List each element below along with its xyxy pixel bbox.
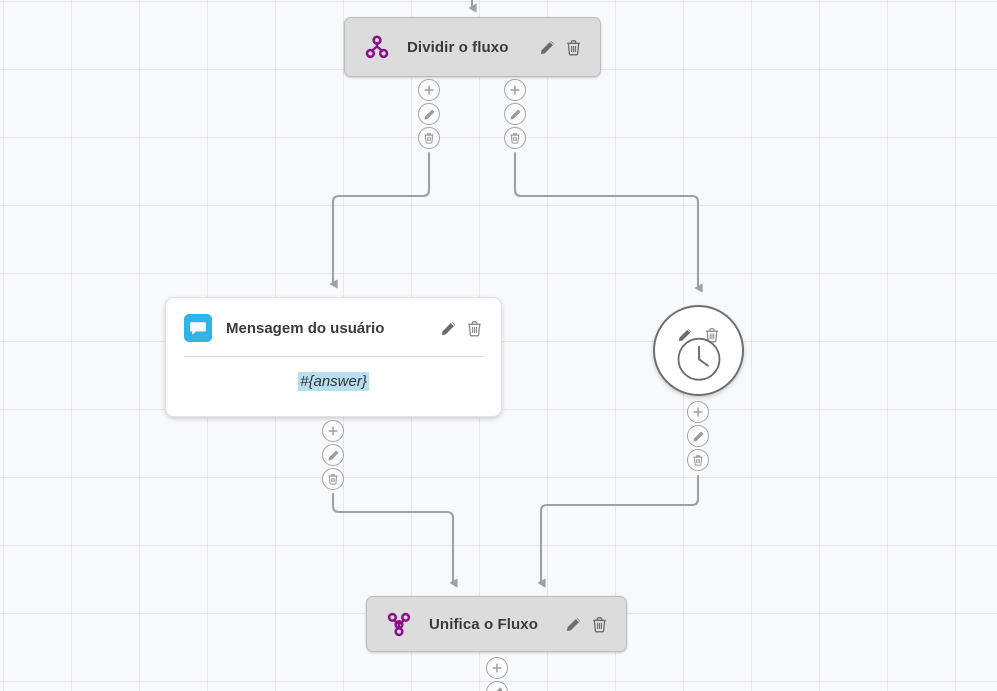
edit-node-button[interactable] [687,425,709,447]
add-node-button[interactable] [486,657,508,679]
node-user-message-body[interactable]: #{answer} [166,357,501,409]
edit-node-button[interactable] [418,103,440,125]
add-node-button[interactable] [504,79,526,101]
clock-icon [676,336,722,387]
trash-icon[interactable] [565,39,582,56]
node-user-message[interactable]: Mensagem do usuário [165,297,502,417]
add-node-button[interactable] [322,420,344,442]
node-split-flow-actions [539,39,582,56]
delete-node-button[interactable] [418,127,440,149]
node-user-message-header: Mensagem do usuário [166,298,501,342]
split-right-port-stack[interactable] [504,79,526,149]
pencil-icon[interactable] [440,320,457,337]
node-merge-flow[interactable]: Unifica o Fluxo [366,596,627,652]
node-split-flow-title: Dividir o fluxo [407,38,509,56]
merge-port-stack[interactable] [486,657,508,691]
chat-bubble-icon [184,314,212,342]
pencil-icon[interactable] [565,616,582,633]
node-user-message-actions [440,320,483,337]
delete-node-button[interactable] [687,449,709,471]
message-variable-token[interactable]: #{answer} [298,372,369,391]
split-flow-icon [363,33,391,61]
split-left-port-stack[interactable] [418,79,440,149]
node-merge-flow-title: Unifica o Fluxo [429,615,539,633]
edit-node-button[interactable] [486,681,508,691]
edge-split-to-user-message [329,151,431,289]
edge-user-message-to-merge [331,492,458,588]
delete-node-button[interactable] [504,127,526,149]
edit-node-button[interactable] [322,444,344,466]
trash-icon[interactable] [591,616,608,633]
node-delay[interactable] [653,305,744,396]
node-split-flow[interactable]: Dividir o fluxo [344,17,601,77]
pencil-icon[interactable] [539,39,556,56]
edge-delay-to-merge [537,474,700,588]
node-delay-actions [655,327,742,343]
edit-node-button[interactable] [504,103,526,125]
edge-split-to-delay [513,151,703,293]
trash-icon[interactable] [466,320,483,337]
merge-flow-icon [385,610,413,638]
node-merge-flow-actions [565,616,608,633]
node-user-message-title: Mensagem do usuário [226,319,385,337]
pencil-icon[interactable] [677,327,693,343]
user-message-port-stack[interactable] [322,420,344,490]
delay-port-stack[interactable] [687,401,709,471]
add-node-button[interactable] [418,79,440,101]
delete-node-button[interactable] [322,468,344,490]
add-node-button[interactable] [687,401,709,423]
node-user-message-divider [184,356,483,357]
